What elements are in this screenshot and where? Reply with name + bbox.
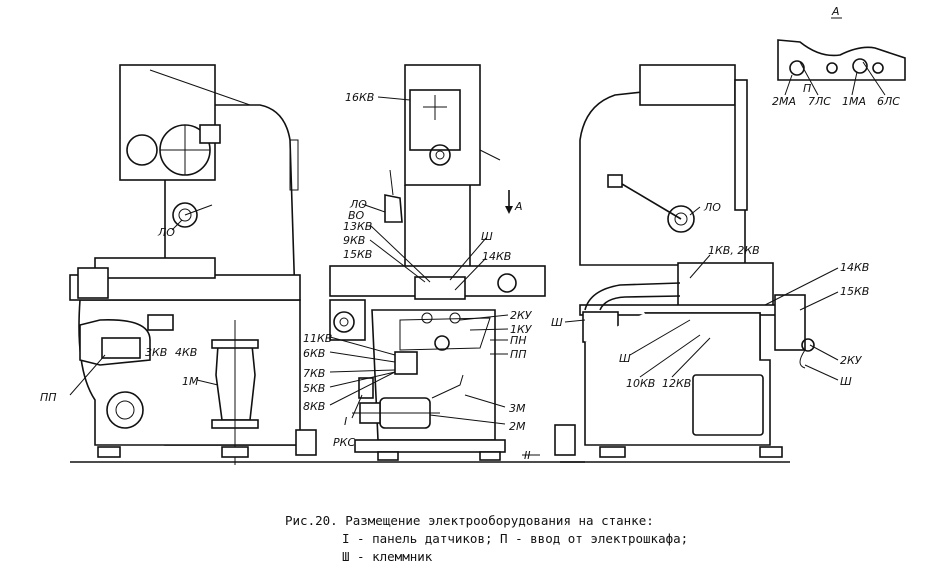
figure-caption-title: Рис.20. Размещение электрооборудования н… <box>285 513 654 528</box>
labels: ЛО 3КВ 4КВ 1М ПП 16КВ ЛО ВО 13КВ 9КВ 15К… <box>40 5 900 462</box>
label-mid-pp: ПП <box>510 348 527 361</box>
label-15kv: 15КВ <box>343 248 372 261</box>
label-2m: 2М <box>509 420 526 433</box>
label-right-2ku: 2КУ <box>840 354 863 367</box>
left-head <box>119 64 216 181</box>
label-pn: ПН <box>510 334 527 347</box>
label-right-iii-b: Ш <box>619 352 631 365</box>
leader-lines <box>69 96 839 456</box>
middle-base <box>354 439 506 453</box>
label-2ma: 2МА <box>772 95 796 108</box>
label-rks: РКС <box>333 436 355 449</box>
label-9kv: 9КВ <box>343 234 365 247</box>
label-ii: II <box>524 449 531 462</box>
middle-lamp <box>384 194 403 223</box>
label-view-a-title: А <box>831 5 840 18</box>
right-column <box>579 89 746 266</box>
label-sensor-panel-i: I <box>344 415 347 428</box>
view-a-detail <box>777 17 906 96</box>
label-right-15kv: 15КВ <box>840 285 869 298</box>
label-1ma: 1МА <box>842 95 866 108</box>
label-16kv: 16КВ <box>345 91 374 104</box>
left-lamp <box>172 202 198 228</box>
label-view-a-ii: П <box>803 82 811 95</box>
sensor-panel-i <box>358 377 374 399</box>
label-4kv: 4КВ <box>175 346 197 359</box>
left-column-side <box>289 139 299 191</box>
label-mid-lo: ЛО <box>349 198 367 211</box>
label-6kv: 6КВ <box>303 347 325 360</box>
label-5kv: 5КВ <box>303 382 325 395</box>
label-11kv: 11КВ <box>303 332 332 345</box>
label-8kv: 8КВ <box>303 400 325 413</box>
label-1m: 1М <box>182 375 199 388</box>
left-panel-pp <box>101 337 141 359</box>
figure-caption-line3: Ш - клеммник <box>342 549 433 564</box>
label-7kv: 7КВ <box>303 367 325 380</box>
label-3m: 3М <box>509 402 526 415</box>
label-left-pp: ПП <box>40 391 57 404</box>
label-6ls: 6ЛС <box>877 95 900 108</box>
right-machine-view <box>554 64 815 458</box>
label-mid-14kv: 14КВ <box>482 250 511 263</box>
middle-switch-block <box>394 351 418 375</box>
label-mid-iii: Ш <box>481 230 493 243</box>
label-right-iii-c: Ш <box>840 375 852 388</box>
label-right-lo: ЛО <box>703 201 721 214</box>
label-13kv: 13КВ <box>343 220 372 233</box>
left-switches-3kv-4kv <box>147 314 174 331</box>
label-12kv: 12КВ <box>662 377 691 390</box>
label-1kv-2kv: 1КВ, 2КВ <box>708 244 760 257</box>
label-2ku: 2КУ <box>510 309 533 322</box>
label-view-arrow-a: А <box>514 200 523 213</box>
label-7ls: 7ЛС <box>808 95 831 108</box>
right-feed-box <box>774 294 806 351</box>
label-right-14kv: 14КВ <box>840 261 869 274</box>
label-vo: ВО <box>348 209 365 222</box>
label-1ku: 1КУ <box>510 323 533 336</box>
label-left-lo: ЛО <box>157 226 175 239</box>
figure-caption-line2: I - панель датчиков; П - ввод от электро… <box>342 531 689 546</box>
middle-machine-view <box>329 64 546 461</box>
label-3kv: 3КВ <box>145 346 167 359</box>
right-door <box>692 374 764 436</box>
label-right-iii-a: Ш <box>551 316 563 329</box>
left-machine-view <box>69 64 317 465</box>
right-table <box>677 262 774 309</box>
label-10kv: 10КВ <box>626 377 655 390</box>
